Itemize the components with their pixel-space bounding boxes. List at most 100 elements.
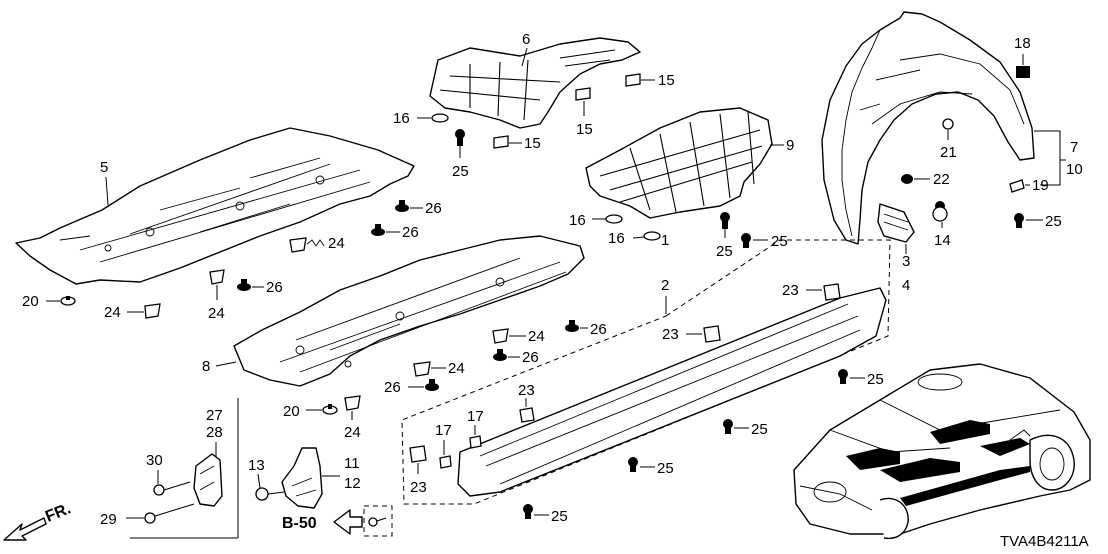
clip-25-push [741,233,768,248]
callout-23c: 23 [518,382,535,399]
clip-16-retainer [417,113,449,123]
clip-26-push [565,320,588,332]
callout-20b: 20 [283,403,300,420]
clip-20-retainer [306,404,338,415]
clip-24-nut [344,395,361,420]
clip-14-bolt [932,201,948,228]
part-9-undercover [585,107,773,219]
callout-16b: 16 [569,212,586,229]
clip-23-clip [806,283,841,301]
clip-17-clip [469,425,482,449]
callout-2: 2 [661,277,669,294]
callout-23d: 23 [410,479,427,496]
callout-25b: 25 [716,243,733,260]
callout-28: 28 [206,424,223,441]
callout-26a: 26 [425,200,442,217]
clip-26-push [408,379,439,391]
vehicle-overview [793,363,1091,540]
callout-8: 8 [202,358,210,375]
clip-15-nut [575,87,591,116]
callout-26f: 26 [590,321,607,338]
callout-24c: 24 [208,305,225,322]
callout-16a: 16 [393,110,410,127]
ref-dashed-box [363,505,393,537]
clip-15-nut [493,135,522,149]
callout-7: 7 [1070,139,1078,156]
screw-13 [255,473,285,501]
clip-23-clip [519,398,535,423]
callout-17a: 17 [435,422,452,439]
callout-24a: 24 [104,304,121,321]
clip-24-nut [289,237,325,253]
callout-17b: 17 [467,408,484,425]
callout-23b: 23 [662,326,679,343]
callout-26e: 26 [522,349,539,366]
clip-26-push [493,349,520,361]
callout-29: 29 [100,511,117,528]
callout-12: 12 [344,475,361,492]
callout-30: 30 [146,452,163,469]
callout-13: 13 [248,457,265,474]
clip-22-grommet [901,174,930,184]
leader-line [105,176,109,206]
callout-15b: 15 [576,121,593,138]
callout-3: 3 [902,253,910,270]
clip-23-clip [686,325,721,343]
callout-6: 6 [522,31,530,48]
leader-line [215,361,237,367]
callout-25h: 25 [551,508,568,525]
clip-15-nut [625,73,655,87]
callout-25d: 25 [1045,213,1062,230]
clip-21-screw [942,118,954,140]
clip-23-clip [409,445,427,474]
callout-4: 4 [902,277,910,294]
clip-25-push [720,212,730,238]
clip-26-push [395,200,423,212]
clip-24-nut [209,269,225,300]
clip-19-clip [1009,179,1030,193]
leader-bracket [1034,130,1061,186]
callout-16c: 16 [608,230,625,247]
callout-14: 14 [934,232,951,249]
clip-26-push [237,279,264,291]
callout-22: 22 [933,171,950,188]
callout-20a: 20 [22,293,39,310]
part-3-guard [877,203,915,243]
part-1-side-sill [457,287,887,497]
callout-15c: 15 [524,135,541,152]
screw-ref-icon [368,517,387,527]
clip-25-push [723,419,749,434]
leader-line [521,47,528,67]
direction-label: FR. [43,500,73,525]
ref-arrow-icon [333,509,363,535]
clip-20-retainer [46,296,76,306]
part-5-floor-cover [15,127,415,285]
part-11-mud-guard [281,447,323,509]
part-7-fender-liner [821,11,1035,245]
clip-24-nut [492,328,526,344]
callout-26c: 26 [266,279,283,296]
callout-24d: 24 [344,424,361,441]
ref-label-b50[interactable]: B-50 [282,515,317,532]
callout-23a: 23 [782,282,799,299]
screw-30 [153,470,191,496]
callout-24e: 24 [448,360,465,377]
clip-17-clip [439,440,452,469]
part-6-splash-shield [429,37,641,129]
clip-26-push [371,224,400,236]
diagram-code: TVA4B4211A [1000,533,1089,550]
clip-25-push [455,129,465,158]
callout-15a: 15 [658,72,675,89]
clip-18-nut [1016,54,1030,78]
clip-16-retainer [632,231,661,241]
clip-25-push [1014,213,1043,228]
callout-11: 11 [344,455,360,472]
callout-25a: 25 [452,163,469,180]
callout-18: 18 [1014,35,1031,52]
screw-29 [126,503,195,524]
callout-25c: 25 [771,233,788,250]
clip-16-retainer [592,214,623,224]
clip-25-push [523,504,549,519]
callout-1: 1 [661,232,669,249]
